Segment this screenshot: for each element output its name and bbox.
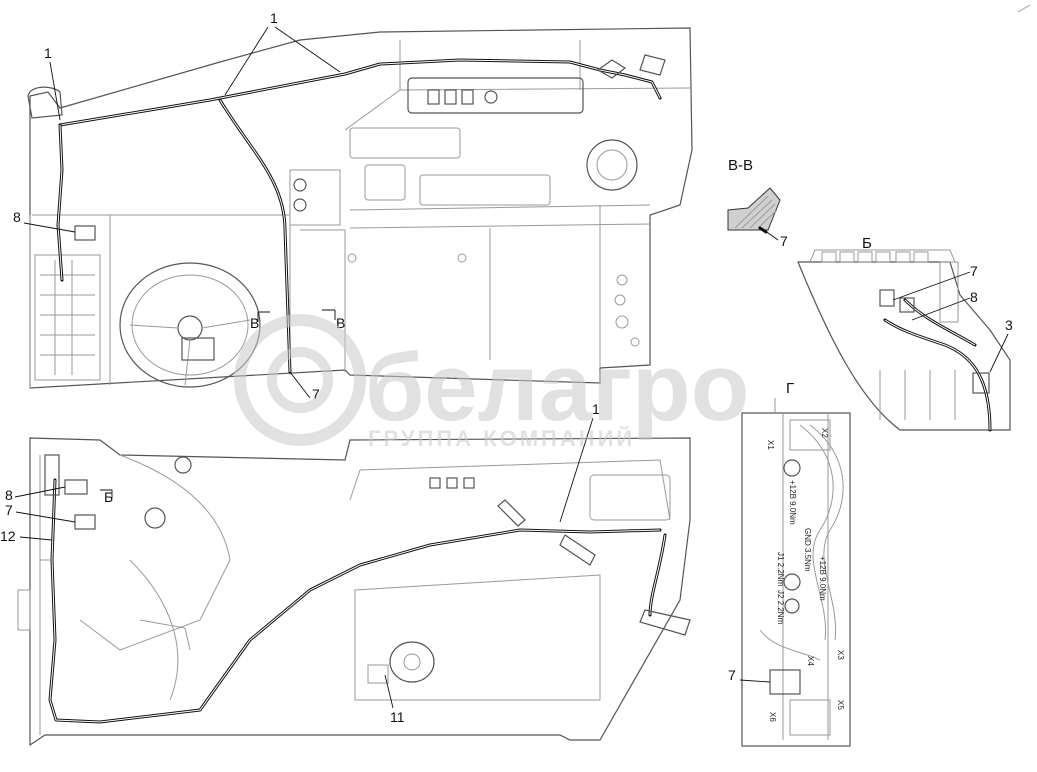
callout-8-top: 8 [13,209,21,225]
watermark-logo-ring [234,314,366,446]
view-b-title: Б [862,235,872,252]
slash-icon [1017,4,1031,13]
fuse-block [34,254,101,381]
label-x1: X1 [766,440,775,450]
lower-cabin-outline [29,437,691,747]
callout-1-bottom: 1 [592,401,600,417]
watermark: белагро ГРУППА КОМПАНИЙ [234,314,749,451]
callout-8-b: 8 [970,289,978,305]
label-x5: X5 [836,700,845,710]
callout-7-b: 7 [970,263,978,279]
section-mark-left: В [250,315,259,331]
b-harness [883,318,992,432]
callout-8-bottom: 8 [5,487,13,503]
bottom-cabin-view [17,437,691,747]
top-callouts: 1 1 8 7 В В [13,10,345,402]
view-g: Г 7 X1 X2 +12В 9.0Nm GND 3.5Nm J1 2.2Nm … [728,380,851,747]
callout-11-bottom: 11 [390,709,405,725]
section-mark-right: В [336,315,345,331]
column-harness [218,98,292,374]
label-plus12-a: +12В 9.0Nm [788,480,797,525]
view-g-title: Г [786,380,794,397]
bracket-7 [181,337,215,361]
label-j2: J2 2.2Nm [776,590,785,625]
view-b: Б 7 8 3 [797,235,1013,432]
view-b-outline [797,261,1011,431]
connector-8 [74,225,96,241]
callout-7-section: 7 [780,233,788,249]
label-gnd: GND 3.5Nm [803,528,812,572]
callout-12-bottom: 12 [0,528,16,544]
label-j1: J1 2.2Nm [776,552,785,587]
watermark-brand: белагро [365,334,749,441]
callout-1-left: 1 [44,45,52,61]
label-x2: X2 [820,428,829,438]
callout-7-top: 7 [312,386,320,402]
fuse-grid [40,260,95,375]
callout-3-b: 3 [1005,317,1013,333]
section-bb-title: В-В [728,157,753,174]
label-x3: X3 [836,650,845,660]
bottom-callouts: 1 8 7 12 Б 11 [0,401,600,725]
callout-7-bottom: 7 [5,502,13,518]
connector-8-lower [64,479,88,495]
steering-hub [177,315,203,341]
view-g-frame [741,412,851,747]
section-mark-b: Б [104,489,113,505]
round-cover [389,641,435,683]
callout-1-top: 1 [270,10,278,26]
round-housing [586,139,638,191]
section-bb: В-В 7 [727,157,788,249]
callout-7-g: 7 [728,667,736,683]
steering-wheel [119,262,261,388]
label-plus12-b: +12В 9.0Nm [818,556,827,601]
connector-7-g [769,669,801,695]
switch-panel [407,77,584,114]
label-x6: X6 [768,712,777,722]
watermark-subtitle: ГРУППА КОМПАНИЙ [368,426,635,451]
top-cabin-view [27,27,693,389]
cabin-outline [29,27,693,389]
left-panel [32,214,111,385]
pillar-cover [27,86,63,119]
label-x4: X4 [806,656,815,666]
